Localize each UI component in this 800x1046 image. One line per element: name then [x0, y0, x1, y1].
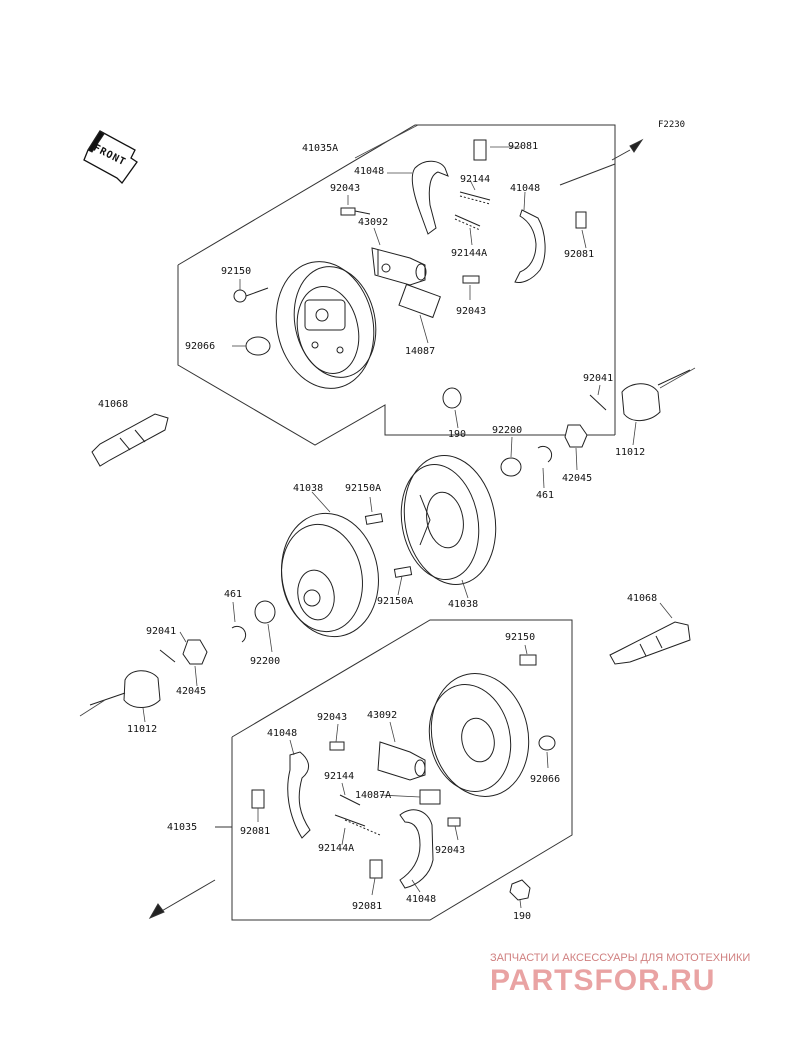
- part-label-11012: 11012: [127, 724, 158, 735]
- part-label-92043: 92043: [330, 183, 361, 194]
- part-label-92144: 92144: [324, 771, 355, 782]
- part-label-92150: 92150: [505, 632, 536, 643]
- lower-drum-41038: [281, 512, 379, 638]
- lower-brake-shoe-a: [287, 751, 311, 839]
- part-label-43092: 43092: [367, 710, 398, 721]
- lower-wheel-cylinder: [377, 741, 426, 781]
- part-label-92144: 92144: [460, 174, 491, 185]
- part-label-190: 190: [448, 429, 467, 440]
- upper-assembly-outline: [177, 124, 644, 446]
- part-label-92200: 92200: [492, 425, 523, 436]
- part-label-42045: 42045: [562, 473, 593, 484]
- upper-brake-shoe-b: [514, 209, 546, 283]
- part-label-41038: 41038: [293, 483, 324, 494]
- part-label-41068: 41068: [627, 593, 658, 604]
- part-label-41048: 41048: [354, 166, 385, 177]
- middle-small-parts: [89, 513, 413, 708]
- part-label-92081: 92081: [508, 141, 539, 152]
- watermark-tagline: ЗАПЧАСТИ И АКСЕССУАРЫ ДЛЯ МОТОТЕХНИКИ: [490, 952, 751, 964]
- part-label-92041: 92041: [583, 373, 614, 384]
- part-label-41035: 41035: [167, 822, 198, 833]
- part-label-43092: 43092: [358, 217, 389, 228]
- watermark-logo: PARTSFOR.RU: [490, 964, 716, 997]
- part-label-41048: 41048: [406, 894, 437, 905]
- part-label-92043: 92043: [317, 712, 348, 723]
- part-label-42045: 42045: [176, 686, 207, 697]
- leader-lines: [79, 124, 696, 909]
- part-label-92150: 92150: [221, 266, 252, 277]
- figure-code: F2230: [658, 120, 686, 130]
- part-label-92043: 92043: [435, 845, 466, 856]
- part-label-461: 461: [536, 490, 555, 501]
- part-label-92081: 92081: [352, 901, 383, 912]
- part-label-92066: 92066: [530, 774, 561, 785]
- part-label-92150A: 92150A: [377, 596, 414, 607]
- part-label-41068: 41068: [98, 399, 129, 410]
- upper-drum-41038: [400, 455, 497, 585]
- part-label-92041: 92041: [146, 626, 177, 637]
- part-label-92081: 92081: [564, 249, 595, 260]
- lower-assembly-outline: [148, 619, 573, 921]
- front-arrow-icon: [83, 130, 138, 185]
- part-label-461: 461: [224, 589, 243, 600]
- part-label-41038: 41038: [448, 599, 479, 610]
- part-label-92144A: 92144A: [318, 843, 355, 854]
- part-label-92066: 92066: [185, 341, 216, 352]
- part-label-14087A: 14087A: [355, 790, 392, 801]
- part-label-14087: 14087: [405, 346, 436, 357]
- part-label-11012: 11012: [615, 447, 646, 458]
- upper-small-parts: [233, 139, 587, 356]
- right-axle-shaft: [609, 621, 691, 665]
- part-label-41035A: 41035A: [302, 143, 339, 154]
- upper-brake-shoe-a: [411, 160, 449, 235]
- part-label-92144A: 92144A: [451, 248, 488, 259]
- part-label-92200: 92200: [250, 656, 281, 667]
- part-label-92150A: 92150A: [345, 483, 382, 494]
- part-label-41048: 41048: [267, 728, 298, 739]
- left-axle-shaft: [91, 413, 169, 467]
- upper-brake-panel: [275, 261, 377, 389]
- lower-brake-shoe-b: [399, 809, 434, 889]
- part-label-41048: 41048: [510, 183, 541, 194]
- part-label-92081: 92081: [240, 826, 271, 837]
- lower-brake-panel: [428, 654, 556, 797]
- upper-axle-parts: [442, 369, 691, 477]
- part-label-190: 190: [513, 911, 532, 922]
- part-label-92043: 92043: [456, 306, 487, 317]
- upper-wheel-cylinder: [371, 247, 427, 286]
